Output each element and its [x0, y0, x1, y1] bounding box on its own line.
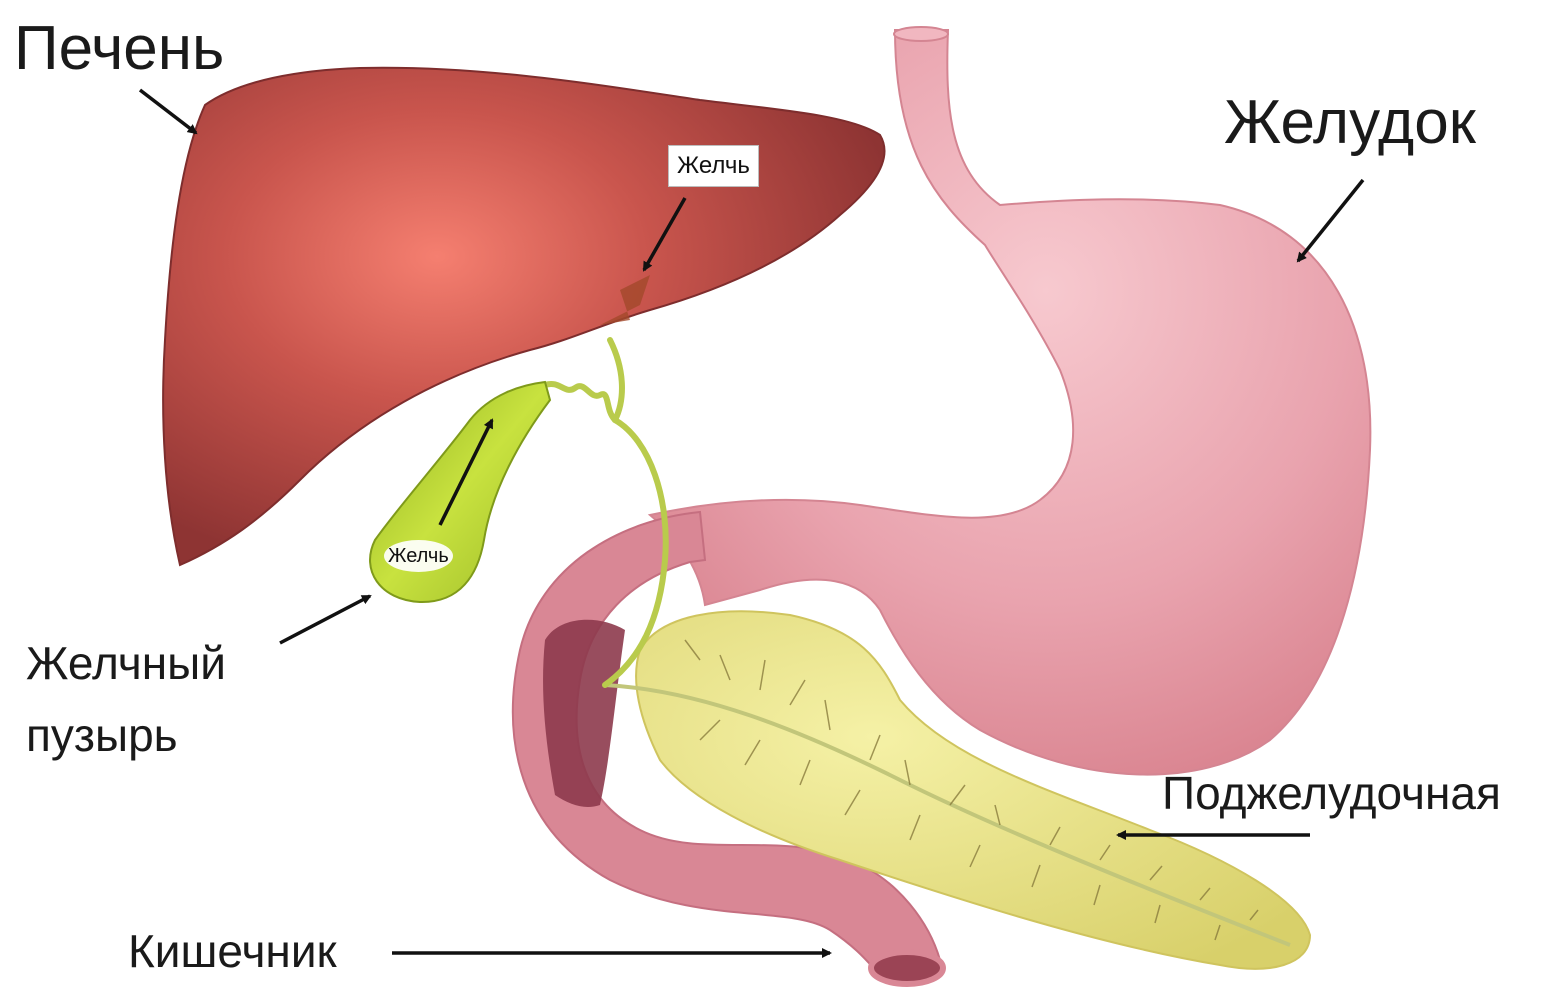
gallbladder — [370, 382, 550, 602]
bile-tag-liver: Желчь — [668, 145, 759, 187]
intestine-label: Кишечник — [128, 928, 337, 974]
gallbladder-label-line1: Желчный — [26, 640, 226, 686]
pancreas-label: Поджелудочная — [1162, 770, 1501, 816]
stomach-label: Желудок — [1224, 92, 1476, 154]
stomach-pointer-arrow — [1298, 180, 1363, 261]
bile-tag-gallbladder: Желчь — [384, 540, 453, 572]
gallbladder-pointer-arrow — [280, 596, 370, 643]
liver-label: Печень — [14, 18, 224, 80]
gallbladder-label-line2: пузырь — [26, 712, 178, 758]
liver-pointer-arrow — [140, 90, 196, 133]
liver — [163, 68, 884, 565]
